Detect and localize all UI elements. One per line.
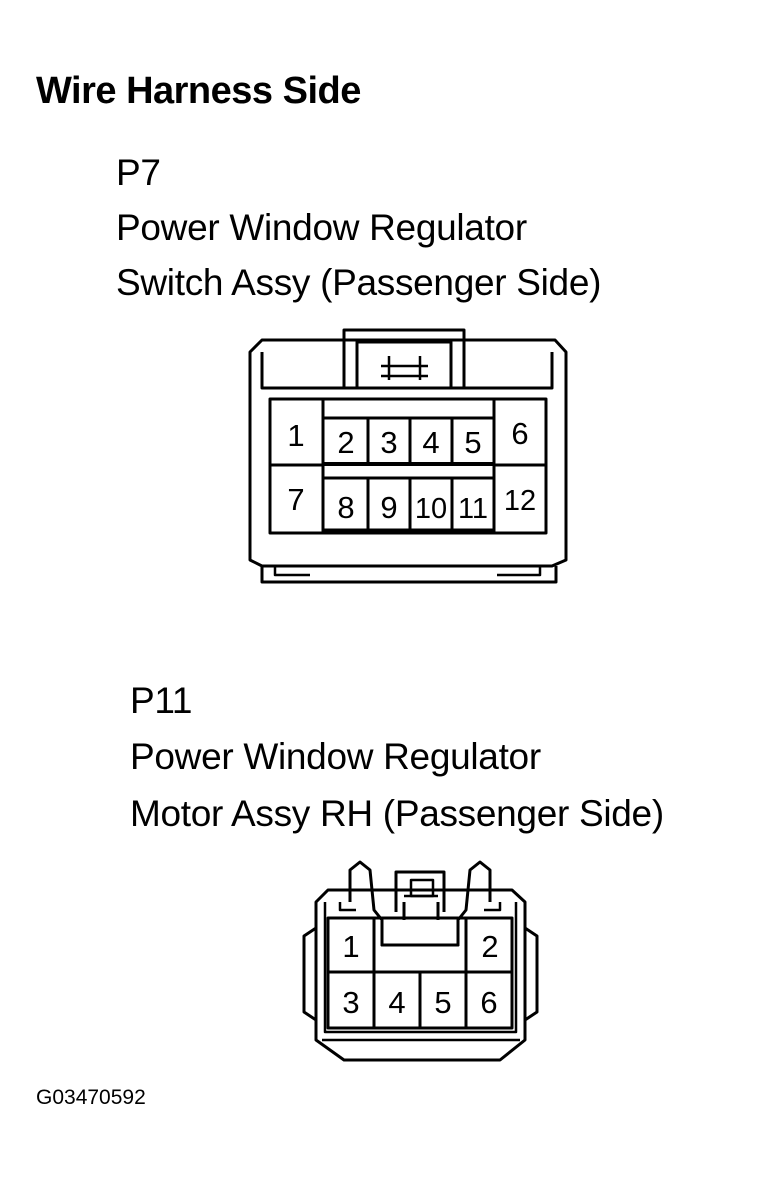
connector-p7-name-line1: Power Window Regulator [116,207,527,248]
p7-pin-label: 6 [511,416,528,451]
connector-p11-name-line1: Power Window Regulator [130,736,541,777]
p7-pin-label: 3 [380,425,397,460]
p7-pin-label: 2 [337,425,354,460]
connector-p7-name-line2: Switch Assy (Passenger Side) [116,262,602,303]
connector-p11-id: P11 [130,680,193,721]
connector-p7-drawing [248,328,568,584]
connector-p11-drawing [302,860,539,1062]
p7-pin-label: 9 [380,490,397,525]
p7-pin-label: 7 [287,482,304,517]
p11-pin-label: 4 [388,985,405,1020]
p11-pin-label: 3 [342,985,359,1020]
connector-p7-id: P7 [116,152,161,193]
p11-pin-label: 2 [481,929,498,964]
connector-p11-name-line2: Motor Assy RH (Passenger Side) [130,793,664,834]
p11-pin-label: 5 [434,985,451,1020]
p7-pin-label: 4 [422,425,439,460]
connector-p11-pins: 1 2 3 4 5 6 [342,929,498,1020]
p11-pin-label: 6 [480,985,497,1020]
p7-pin-label: 5 [464,425,481,460]
p7-pin-label: 12 [504,485,536,517]
p7-pin-label: 1 [287,418,304,453]
connector-p7-pins: 1 2 3 4 5 6 7 8 9 10 11 12 [287,416,536,525]
figure-code: G03470592 [36,1086,146,1109]
page-title: Wire Harness Side [36,70,361,112]
p7-pin-label: 10 [415,493,447,525]
p7-pin-label: 11 [458,493,488,525]
p7-pin-label: 8 [337,490,354,525]
p11-pin-label: 1 [342,929,359,964]
